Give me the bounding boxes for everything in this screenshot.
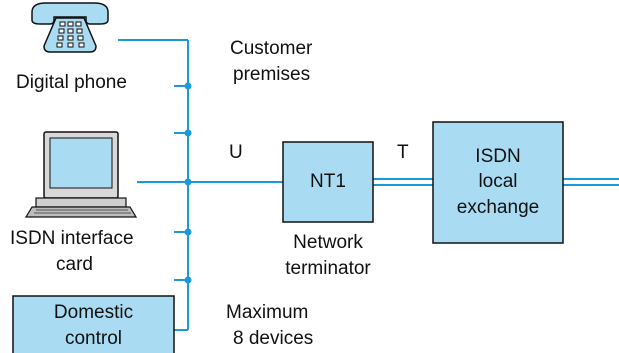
domestic-control-box bbox=[12, 295, 175, 353]
computer-icon bbox=[24, 131, 138, 218]
exchange-box-label-line3: exchange bbox=[456, 197, 540, 218]
telephone-icon bbox=[31, 2, 109, 53]
junction-dot-3 bbox=[184, 178, 192, 186]
nt1-box-label: NT1 bbox=[310, 171, 346, 192]
isdn-card-label-line2: card bbox=[56, 254, 93, 275]
t-reference-label: T bbox=[397, 142, 409, 163]
isdn-exchange-box bbox=[432, 121, 564, 244]
isdn-card-label-line1: ISDN interface bbox=[10, 228, 134, 249]
exchange-box-label-line2: local bbox=[478, 171, 518, 192]
u-reference-label: U bbox=[229, 142, 243, 163]
domestic-box-label-line1: Domestic bbox=[53, 302, 134, 323]
customer-premises-label-line2: premises bbox=[233, 64, 311, 85]
junction-dot-5 bbox=[184, 276, 192, 284]
exchange-box-label-line1: ISDN bbox=[475, 146, 521, 167]
digital-phone-label: Digital phone bbox=[16, 72, 127, 93]
nt1-box bbox=[282, 141, 374, 223]
max-devices-label-line1: Maximum bbox=[226, 302, 309, 323]
network-terminator-label-line2: terminator bbox=[285, 258, 371, 279]
max-devices-label-line2: 8 devices bbox=[233, 328, 314, 349]
customer-premises-label-line1: Customer bbox=[230, 38, 313, 59]
junction-dot-2 bbox=[184, 129, 192, 137]
domestic-box-label-line2: control bbox=[64, 328, 123, 349]
network-terminator-label-line1: Network bbox=[293, 232, 363, 253]
junction-dot-1 bbox=[184, 82, 192, 90]
junction-dot-4 bbox=[184, 228, 192, 236]
